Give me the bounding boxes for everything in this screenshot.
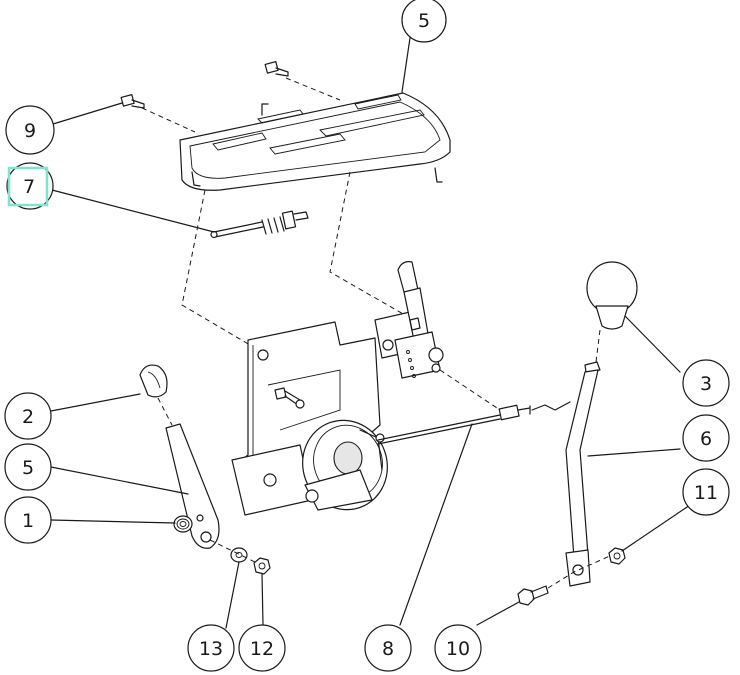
- bolt-part-10[interactable]: [517, 585, 549, 606]
- callout-3[interactable]: 3: [682, 359, 730, 407]
- spring-pin-part-7[interactable]: [210, 210, 309, 239]
- callout-label: 7: [23, 176, 35, 198]
- callout-label: 10: [446, 638, 470, 660]
- lever-arm-part-5[interactable]: [165, 423, 220, 549]
- callout-1[interactable]: 1: [4, 496, 52, 544]
- callout-label: 13: [199, 638, 223, 660]
- callout-2[interactable]: 2: [4, 392, 52, 440]
- callout-label: 9: [24, 120, 36, 142]
- highlight-box: [7, 166, 49, 207]
- callout-11[interactable]: 11: [682, 468, 730, 516]
- spring-part-1[interactable]: [173, 515, 193, 533]
- callout-4[interactable]: 5: [401, 0, 447, 43]
- callout-6[interactable]: 6: [682, 414, 730, 462]
- callout-9[interactable]: 9: [5, 105, 55, 155]
- assembly-dashed-lines: [141, 77, 613, 589]
- nut-part-11[interactable]: [608, 547, 626, 565]
- shift-lever-part-6[interactable]: [565, 361, 601, 587]
- callout-5[interactable]: 5: [4, 443, 52, 491]
- bolt-top: [264, 60, 289, 77]
- leader-lines: [50, 37, 691, 629]
- callout-label: 8: [382, 638, 394, 660]
- callout-8[interactable]: 8: [364, 624, 412, 672]
- callout-label: 1: [22, 510, 34, 532]
- callout-label: 11: [694, 482, 718, 504]
- callout-label: 12: [250, 638, 274, 660]
- bolt-part-9[interactable]: [120, 93, 145, 109]
- callout-label: 5: [22, 457, 34, 479]
- callout-13[interactable]: 13: [187, 624, 235, 672]
- callout-label: 2: [22, 406, 34, 428]
- nut-part-12[interactable]: [253, 557, 271, 575]
- cable-part-8[interactable]: [377, 401, 571, 445]
- washer-part-13[interactable]: [230, 547, 248, 563]
- callout-10[interactable]: 10: [434, 624, 482, 672]
- callout-label: 3: [700, 373, 712, 395]
- knob-part-2[interactable]: [139, 364, 168, 398]
- ball-knob-part-3[interactable]: [586, 261, 638, 330]
- cover-plate-part-4[interactable]: [179, 92, 451, 191]
- callout-label: 6: [700, 428, 712, 450]
- callout-label: 5: [418, 10, 430, 32]
- callout-12[interactable]: 12: [238, 624, 286, 672]
- cam-wheel-assembly[interactable]: [290, 408, 400, 521]
- callout-7[interactable]: 7: [6, 162, 54, 210]
